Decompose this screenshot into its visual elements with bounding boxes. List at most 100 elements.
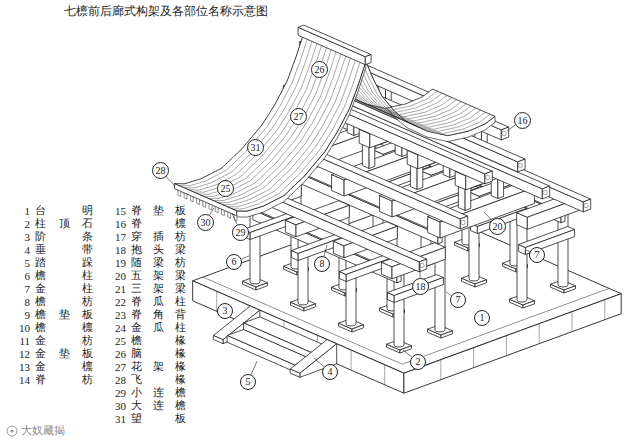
part-name: 檐柱 [35,270,93,282]
rafter-line [198,45,327,195]
part-name: 金柱 [35,283,93,295]
legend-number: 16 [108,218,126,230]
part-name: 檐椽 [131,335,186,347]
purlin [419,259,426,272]
callout-circle: 26 [311,61,328,78]
flying-rafter-end [228,212,231,218]
callout-circle: 31 [247,139,264,156]
purlin-end [485,175,489,179]
part-name: 脑椽 [131,348,186,360]
leader-line [314,358,324,367]
legend-number: 19 [108,257,126,269]
legend-number: 24 [108,322,126,334]
callout-number: 27 [294,112,304,122]
side-slab [290,369,300,377]
purlin [518,159,525,172]
side-slab [213,336,223,344]
legend-number: 28 [108,374,126,386]
roof [174,25,495,221]
stone-joint [473,348,474,368]
rafter-line [232,60,361,210]
callout-number: 20 [493,222,503,232]
rafter-line [356,57,485,131]
callout-number: 3 [223,306,228,316]
part-name: 望板 [131,413,186,425]
flying-rafter-end [184,193,187,199]
legend-number: 6 [12,270,30,282]
legend-number: 18 [108,244,126,256]
stone-joint [604,300,605,320]
purlin-end [461,220,465,224]
callout-circle: 8 [314,256,330,272]
side-slab [300,344,337,378]
callout-number: 4 [328,367,333,377]
stone-joint [351,350,352,370]
callout-number: 29 [236,228,246,238]
callout-circle: 7 [529,247,545,263]
part-name: 飞椽 [131,374,186,386]
callout-number: 18 [416,282,426,292]
legend-number: 4 [12,244,30,256]
part-name: 檐枋 [35,296,93,308]
legend-number: 25 [108,335,126,347]
roof-board [174,34,365,211]
watermark-icon [7,426,17,436]
callout-circle: 28 [152,162,169,179]
callout-number: 26 [315,65,325,75]
rafter-line [361,60,490,134]
purlin-end [420,263,424,267]
callout-number: 31 [251,143,261,153]
stone-joint [440,360,441,380]
part-name: 檐垫板 [35,309,93,321]
part-name: 脊垫板 [131,205,186,217]
legend-number: 23 [108,309,126,321]
stone-joint [384,365,385,385]
part-name: 小连檐 [131,387,186,399]
legend-number: 7 [12,283,30,295]
legend-number: 2 [12,218,30,230]
part-name: 花架椽 [131,361,186,373]
rafter-line [351,55,480,129]
legend-number: 31 [108,413,126,425]
ridge-cap [298,25,371,57]
watermark: 大奴藏揭 [21,425,65,437]
leader-lines [166,125,530,375]
legend-number: 10 [12,322,30,334]
callout-circle: 16 [514,112,531,129]
callout-number: 7 [456,295,461,305]
watermark-icon [10,429,13,432]
steps [213,306,336,377]
callout-number: 2 [416,357,421,367]
callout-circle: 18 [412,278,429,295]
step-riser [227,336,294,372]
legend-number: 3 [12,231,30,243]
callout-circle: 30 [197,214,214,231]
legend-number: 29 [108,387,126,399]
legend-number: 5 [12,257,30,269]
part-name: 五架梁 [131,270,186,282]
flying-rafter-end [215,207,218,213]
legend-number: 17 [108,231,126,243]
callout-number: 25 [221,184,231,194]
flying-rafter-end [209,204,212,210]
part-name: 金枋 [35,335,93,347]
legend-number: 26 [108,348,126,360]
legend-number: 20 [108,270,126,282]
part-name: 大连檐 [131,400,186,412]
ridge-cap [298,27,365,64]
legend-number: 9 [12,309,30,321]
callout-circle: 25 [217,180,234,197]
legend-number: 1 [12,205,30,217]
legend-number: 8 [12,296,30,308]
callout-circle: 6 [226,254,242,270]
leader-line [484,212,492,220]
purlin-end [543,190,547,194]
legend-number: 21 [108,283,126,295]
purlin [460,216,467,229]
callout-number: 30 [201,218,211,228]
callout-circle: 20 [489,218,506,235]
callout-number: 5 [246,377,251,387]
legend-number: 15 [108,205,126,217]
leader-line [507,125,516,131]
flying-rafter-end [222,209,225,215]
